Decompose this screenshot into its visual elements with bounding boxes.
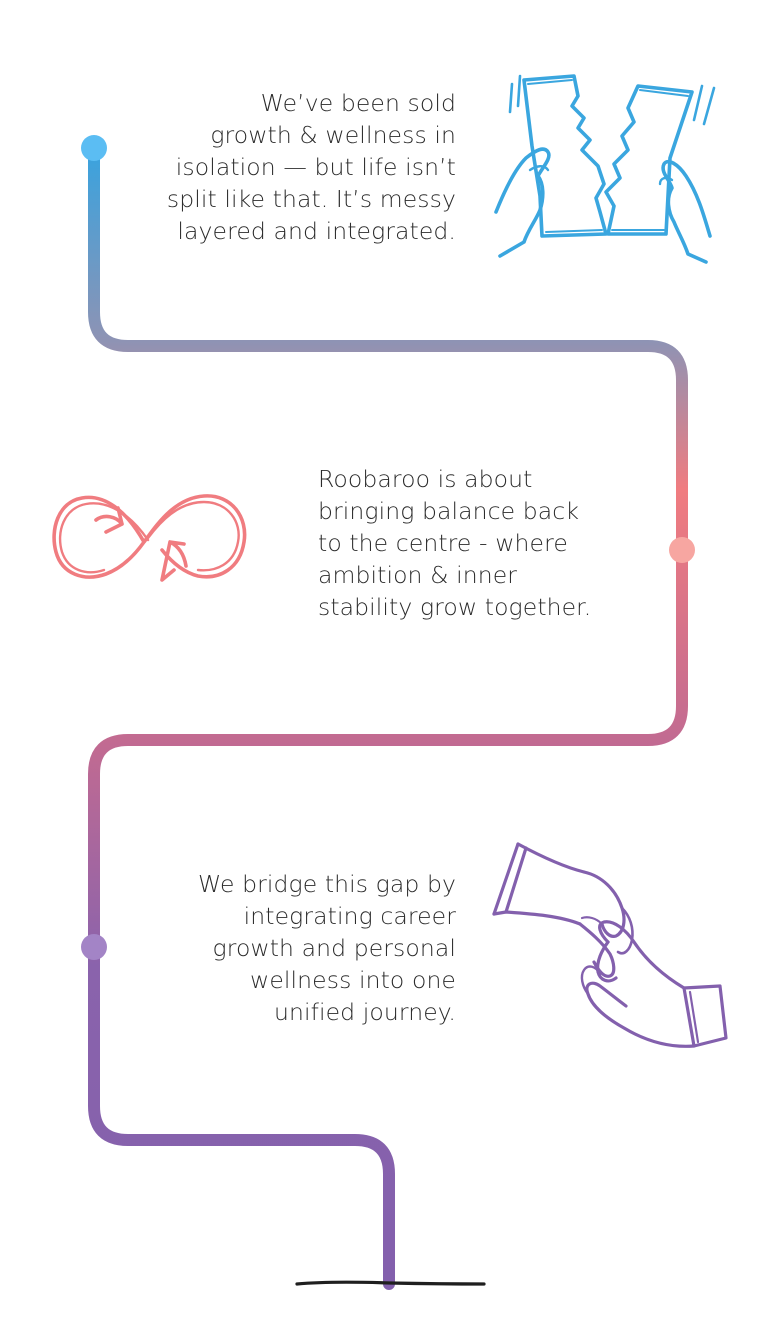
step-3-line-3: growth and personal [212,934,456,962]
step-1-line-5: layered and integrated. [177,217,456,245]
step-2-line-1: Roobaroo is about [318,465,533,493]
step-1-line-2: growth & wellness in [210,121,456,149]
step-2-line-5: stability grow together. [318,593,592,621]
step-1-text: We’ve been sold growth & wellness in iso… [167,87,456,247]
ground-line [295,1280,486,1286]
milestone-dot-1 [81,135,107,161]
step-1-line-3: isolation — but life isn’t [175,153,456,181]
step-2-line-4: ambition & inner [318,561,518,589]
step-1-line-4: split like that. It’s messy [166,185,456,213]
step-1-line-1: We’ve been sold [260,89,456,117]
journey-line [88,142,688,1290]
milestone-dot-2 [669,537,695,563]
step-3-line-2: integrating career [243,902,456,930]
infinity-loop-icon [52,494,247,582]
step-2-line-2: bringing balance back [318,497,580,525]
step-3-line-4: wellness into one [250,966,456,994]
step-3-line-1: We bridge this gap by [197,870,456,898]
reaching-hands-icon [492,842,728,1048]
step-3-line-5: unified journey. [274,998,456,1026]
step-2-text: Roobaroo is about bringing balance back … [318,463,591,623]
torn-paper-hands-icon [494,74,716,264]
step-2-line-3: to the centre - where [318,529,568,557]
step-3-text: We bridge this gap by integrating career… [198,868,456,1028]
milestone-dot-3 [81,934,107,960]
